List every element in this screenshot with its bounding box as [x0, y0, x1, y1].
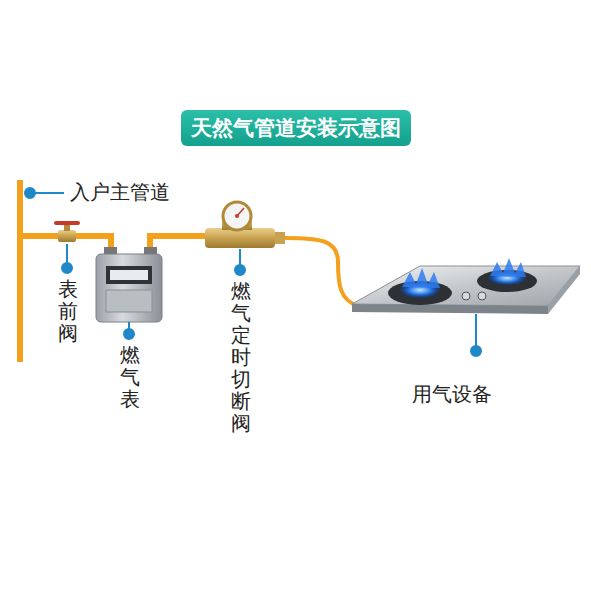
callout-label: 表前阀 [58, 278, 78, 344]
callout-label: 用气设备 [412, 382, 492, 406]
callout-label: 入户主管道 [70, 180, 170, 204]
gas-stove [352, 258, 580, 314]
main-pipe [17, 180, 23, 362]
leader-lines [25, 188, 481, 356]
callout-label: 燃气定时切断阀 [231, 280, 251, 434]
title-banner: 天然气管道安装示意图 [181, 110, 411, 146]
front-valve [54, 221, 80, 242]
pipe [150, 236, 208, 250]
hose [285, 238, 358, 306]
shutoff-valve [205, 202, 285, 248]
gas-meter [96, 247, 162, 322]
callout-label: 燃气表 [120, 344, 140, 410]
